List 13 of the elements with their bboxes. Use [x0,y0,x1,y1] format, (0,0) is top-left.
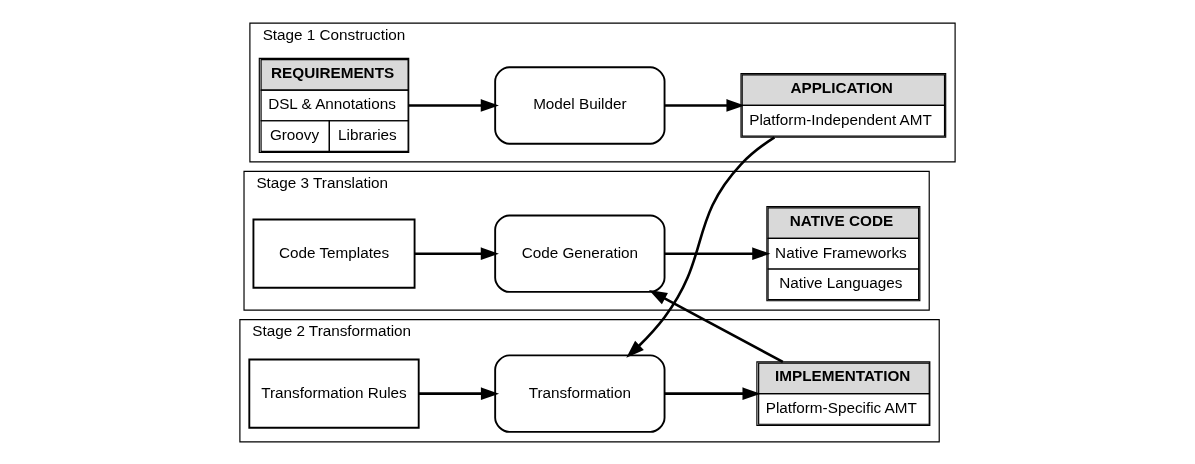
arrow [664,98,745,112]
node-box: Code Generation [494,214,666,293]
node-box: Transformation Rules [248,358,420,429]
arrow [648,289,784,363]
arrow [419,386,500,400]
node-box: Model Builder [494,65,666,145]
node-box: Code Templates [252,218,416,289]
arrow [408,98,499,112]
arrow [414,246,499,260]
arrow [626,135,776,358]
arrow [664,386,761,400]
arrow [664,246,771,260]
node-box: Transformation [494,354,666,433]
